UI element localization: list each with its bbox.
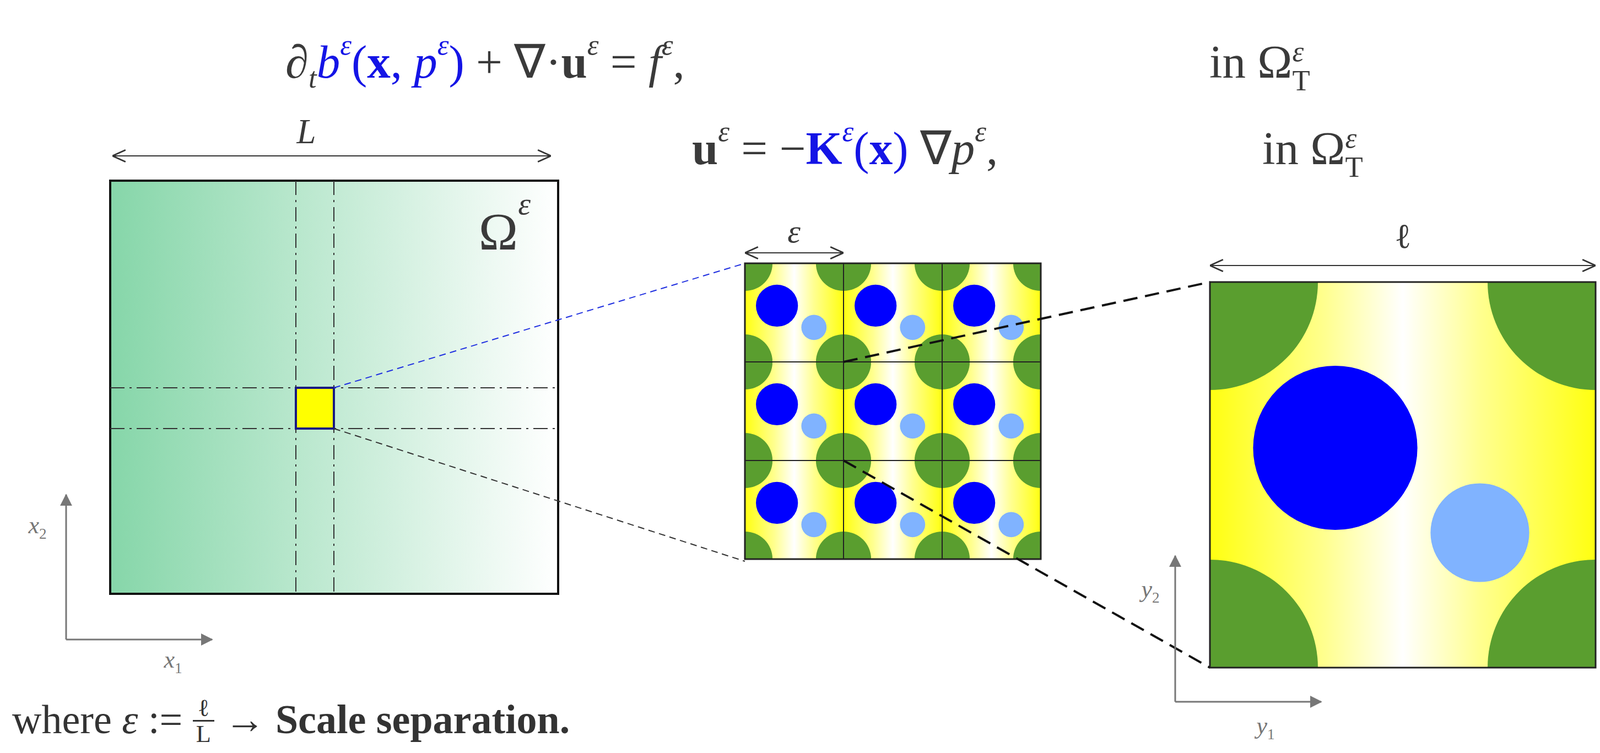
region-label: Ω <box>478 202 518 262</box>
equation-term: u <box>561 35 588 88</box>
label-group: where ε := ℓL → Scale separation. <box>12 695 570 747</box>
cell-border <box>1209 282 1596 668</box>
equation-term: ε <box>717 115 730 148</box>
axis-label: y <box>1141 575 1153 603</box>
caption-text: ℓ <box>194 695 213 721</box>
equation-term: b <box>316 35 341 88</box>
caption-text: where <box>12 696 122 743</box>
equation-term: ) <box>449 35 465 88</box>
axis-label: 1 <box>174 659 183 677</box>
cell-grid <box>744 263 1041 560</box>
equation-term: p <box>951 122 976 175</box>
equation-term: x <box>366 35 391 88</box>
axis-label: x <box>163 646 175 674</box>
equation-term: t <box>308 61 317 94</box>
axis-label: 1 <box>1267 725 1275 743</box>
equation-domain: T <box>1292 66 1311 96</box>
dimension-arrow <box>1209 265 1596 267</box>
label-group: x1 <box>163 645 182 675</box>
equation-term: = <box>598 35 649 88</box>
axis-label: 2 <box>39 525 47 542</box>
caption-text: := <box>137 696 193 743</box>
equation-term: , <box>986 122 998 175</box>
zoom-leader <box>333 263 745 388</box>
domain-region: Ωε <box>110 180 559 594</box>
equation-term: ∇ <box>907 122 951 175</box>
equation-term: ( <box>853 122 869 175</box>
axis-arrow <box>65 494 68 640</box>
dimension-arrow <box>744 252 844 254</box>
equation-domain: in Ω <box>1209 35 1293 88</box>
label-group: L <box>296 111 316 154</box>
label-group: in ΩεT <box>1262 120 1364 182</box>
dimension-label: L <box>296 112 316 151</box>
caption-text: L <box>192 720 215 747</box>
label-group: ℓ <box>1394 215 1412 258</box>
unit-cell <box>1101 174 1600 753</box>
equation-domain: in Ω <box>1262 122 1346 175</box>
equation-term: K <box>805 122 842 175</box>
periodic-panel <box>744 263 1041 560</box>
equation-term: ∂ <box>285 35 309 88</box>
zoom-leader <box>333 428 745 562</box>
caption-text: → <box>214 696 276 743</box>
equation-domain: T <box>1345 152 1364 182</box>
sup-sub-stack: εT <box>1292 36 1311 95</box>
fraction: ℓL <box>192 695 215 747</box>
label-group: y1 <box>1256 711 1275 742</box>
equation-term: + ∇· <box>464 35 562 88</box>
equation-term: , <box>390 35 415 88</box>
equation-term: ε <box>587 28 599 61</box>
sup-sub-stack: εT <box>1345 123 1364 182</box>
panel-border <box>744 263 1041 560</box>
equation-term: ( <box>351 35 367 88</box>
label-group: ∂tbε(x, pε) + ∇·uε = fε, <box>285 33 685 90</box>
axis-label: x <box>28 511 40 539</box>
dimension-arrow <box>112 155 551 157</box>
equation-term: = − <box>729 122 806 175</box>
caption-text: ε <box>121 696 138 743</box>
caption-text: Scale separation. <box>275 696 570 743</box>
label-group: in ΩεT <box>1209 33 1311 96</box>
equation-term: p <box>413 35 438 88</box>
axis-label: y <box>1256 712 1268 740</box>
equation-term: x <box>869 122 894 175</box>
equation-term: ε <box>842 115 854 148</box>
dimension-label: ε <box>787 213 801 250</box>
equation-term: ε <box>661 28 674 61</box>
equation-term: , <box>672 35 685 88</box>
zoom-leader <box>843 282 1210 362</box>
equation-term: ) <box>892 122 908 175</box>
zoom-square <box>295 387 334 429</box>
equation-domain: ε <box>1292 36 1305 67</box>
equation-term: ε <box>339 28 352 61</box>
equation-term: f <box>648 35 662 88</box>
equation-domain: ε <box>1345 123 1358 153</box>
axis-label: 2 <box>1152 588 1160 606</box>
axis-arrow <box>1175 701 1322 704</box>
label-group: y2 <box>1141 575 1160 605</box>
equation-term: ε <box>974 115 987 148</box>
label-group: ε <box>787 211 801 252</box>
axis-arrow <box>66 639 213 641</box>
equation-term: ε <box>437 28 450 61</box>
label-group: uε = −Kε(x) ∇pε, <box>692 120 998 177</box>
zoom-leader <box>843 460 1210 668</box>
region-label: ε <box>517 186 531 222</box>
axis-arrow <box>1174 555 1177 702</box>
dimension-label: ℓ <box>1394 217 1412 256</box>
equation-term: u <box>692 122 718 175</box>
label-group: x2 <box>28 511 47 541</box>
